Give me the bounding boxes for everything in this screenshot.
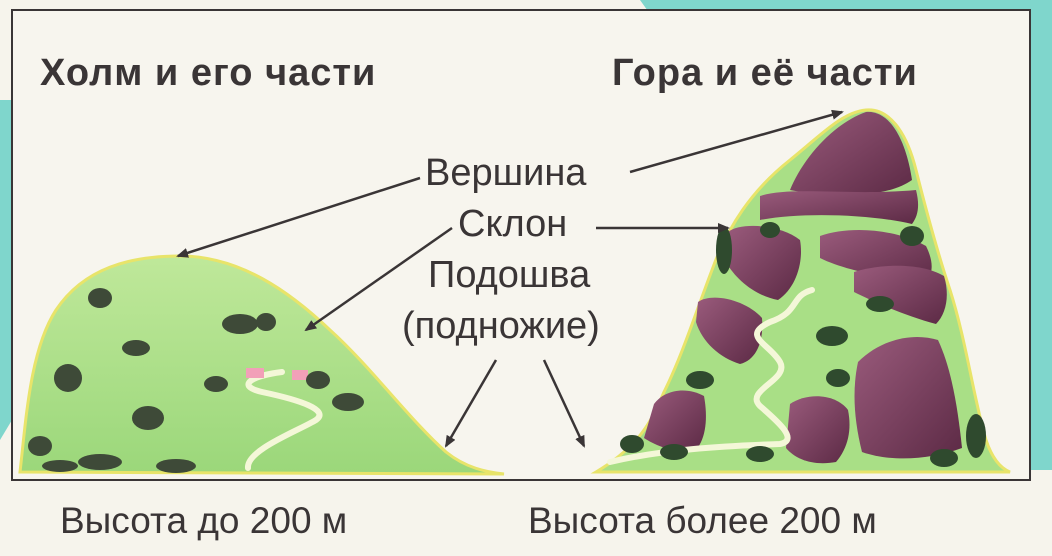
mountain-illustration xyxy=(590,108,1011,474)
teal-accent-left xyxy=(0,100,12,440)
label-foot: Подошва xyxy=(428,254,591,296)
mountain-trees xyxy=(620,222,986,467)
hill-illustration xyxy=(18,254,505,476)
mountain-rocks xyxy=(644,111,962,464)
pointer-arrows xyxy=(176,109,844,448)
arrow-summit-mountain xyxy=(629,109,844,174)
mountain-title: Гора и её части xyxy=(612,52,918,94)
house-icon xyxy=(292,370,308,380)
arrow-foot-hill xyxy=(444,359,498,448)
hill-road xyxy=(245,369,323,471)
hill-title: Холм и его части xyxy=(40,52,377,94)
house-icon xyxy=(246,368,264,378)
mountain-road xyxy=(607,287,815,465)
arrow-foot-mountain xyxy=(542,359,586,448)
mountain-height-caption: Высота более 200 м xyxy=(528,500,877,541)
label-foot-alt: (подножие) xyxy=(402,305,600,347)
arrow-slope-hill xyxy=(304,226,453,332)
arrow-summit-hill xyxy=(176,176,421,258)
label-summit: Вершина xyxy=(425,152,587,194)
label-slope: Склон xyxy=(458,203,568,245)
hill-bushes xyxy=(28,288,364,473)
hill-height-caption: Высота до 200 м xyxy=(60,500,348,541)
